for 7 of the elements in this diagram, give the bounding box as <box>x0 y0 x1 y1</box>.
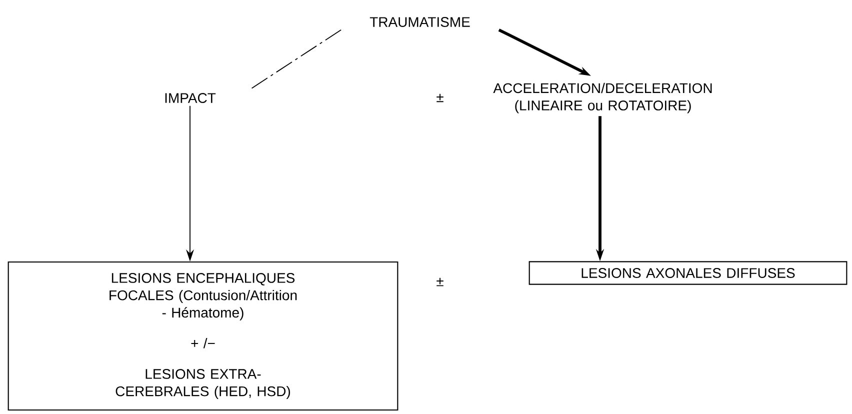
node-text: IMPACT <box>165 93 216 103</box>
node-text: ACCELERATION/DECELERATION (LINEAIRE ou ROTATOIRE) <box>493 82 712 114</box>
plus-minus-sign: ± <box>436 94 444 102</box>
text-box: LESIONS AXONALES DIFFUSES <box>528 261 848 285</box>
plus-minus-sign: ± <box>436 278 444 286</box>
node-text: TRAUMATISME <box>370 17 470 27</box>
text-box: LESIONS ENCEPHALIQUES FOCALES (Contusion/Attrition - Hématome) + /− LESIONS EXTRA-CEREBRALES (HED, HSD) <box>8 261 398 411</box>
